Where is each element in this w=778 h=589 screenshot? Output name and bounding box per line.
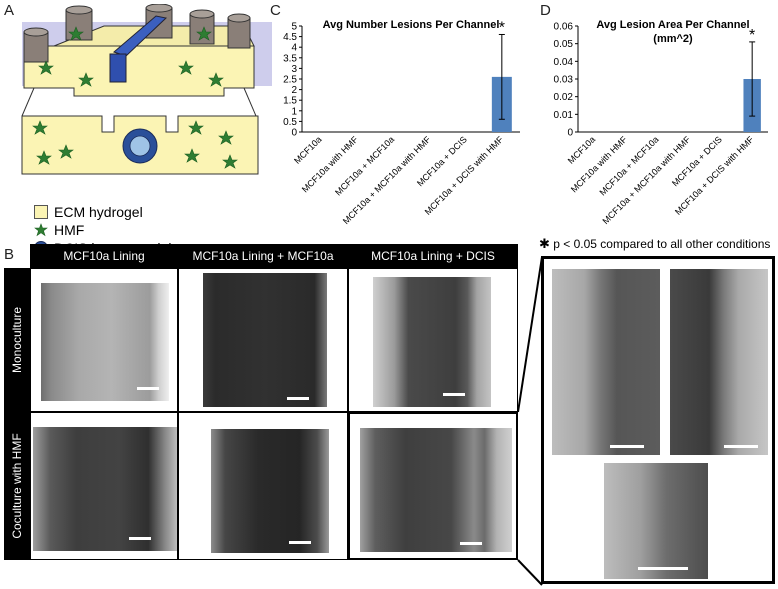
device-schematic bbox=[21, 4, 272, 175]
category-label: MCF10a + DCIS with HMF bbox=[423, 134, 506, 217]
scale-bar bbox=[460, 542, 482, 545]
y-tick-label: 0.04 bbox=[554, 57, 574, 68]
y-tick-label: 2.5 bbox=[283, 75, 297, 86]
column-header-lining-dcis: MCF10a Lining + DCIS bbox=[371, 249, 495, 263]
y-tick-label: 5 bbox=[291, 22, 297, 33]
cell-co-lining-dcis bbox=[348, 412, 518, 560]
row-header-monoculture: Monoculture bbox=[4, 268, 30, 412]
legend-ecm-label: ECM hydrogel bbox=[54, 204, 143, 220]
y-tick-label: 1.5 bbox=[283, 96, 297, 107]
column-header-lining: MCF10a Lining bbox=[63, 249, 145, 263]
y-tick-label: 0 bbox=[567, 128, 573, 139]
y-tick-label: 0.03 bbox=[554, 75, 574, 86]
lesion-count-chart: Avg Number Lesions Per Channel 00.511.522… bbox=[283, 19, 520, 226]
legend-hmf: HMF bbox=[34, 222, 84, 238]
y-tick-label: 0.5 bbox=[283, 117, 297, 128]
scale-bar bbox=[137, 387, 159, 390]
row-header-coculture: Coculture with HMF bbox=[4, 412, 30, 560]
column-header-lining-mcf10a: MCF10a Lining + MCF10a bbox=[192, 249, 334, 263]
zoom-micrograph-3 bbox=[604, 463, 708, 579]
zoom-connector-lines bbox=[517, 256, 543, 586]
zoom-micrograph-1 bbox=[552, 269, 660, 455]
y-tick-label: 4.5 bbox=[283, 32, 297, 43]
scale-bar bbox=[638, 567, 688, 570]
cell-co-lining-mcf10a bbox=[178, 412, 348, 560]
micrograph-mono-lining-dcis bbox=[373, 277, 491, 407]
row-header-monoculture-label: Monoculture bbox=[10, 306, 24, 374]
category-label: MCF10a bbox=[292, 134, 323, 165]
scale-bar bbox=[287, 397, 309, 400]
grid-column-header-bar: MCF10a Lining MCF10a Lining + MCF10a MCF… bbox=[30, 244, 518, 268]
y-tick-label: 3 bbox=[291, 64, 297, 75]
micrograph-co-lining-dcis bbox=[360, 428, 512, 552]
significance-asterisk: * bbox=[749, 27, 755, 44]
y-tick-label: 1 bbox=[291, 106, 297, 117]
micrograph-mono-lining-mcf10a bbox=[203, 273, 327, 407]
category-label: MCF10a + MCF10a bbox=[597, 134, 660, 197]
panel-letter-b: B bbox=[4, 246, 15, 263]
category-label: MCF10a bbox=[566, 134, 597, 165]
y-tick-label: 0 bbox=[291, 128, 297, 139]
zoom-inset-panel bbox=[541, 256, 775, 584]
cell-mono-lining-mcf10a bbox=[178, 268, 348, 412]
ecm-swatch bbox=[34, 205, 48, 219]
category-label: MCF10a with HMF bbox=[569, 134, 629, 194]
significance-note: ✱ p < 0.05 compared to all other conditi… bbox=[539, 236, 770, 252]
chart-title: Avg Number Lesions Per Channel bbox=[323, 19, 500, 31]
chart-title-line2: (mm^2) bbox=[653, 33, 693, 45]
panel-letter-c: C bbox=[270, 2, 281, 19]
scale-bar bbox=[289, 541, 311, 544]
panel-letter-a: A bbox=[4, 2, 15, 19]
micrograph-mono-lining bbox=[41, 283, 169, 401]
legend-ecm: ECM hydrogel bbox=[34, 204, 143, 220]
y-tick-label: 0.01 bbox=[554, 110, 574, 121]
legend-hmf-label: HMF bbox=[54, 222, 85, 238]
scale-bar bbox=[129, 537, 151, 540]
scale-bar bbox=[610, 445, 644, 448]
lesion-area-chart: Avg Lesion Area Per Channel (mm^2) 0 0.01 0.… bbox=[554, 19, 768, 226]
y-tick-label: 0.06 bbox=[554, 22, 574, 33]
significance-symbol: ✱ bbox=[539, 236, 550, 251]
significance-asterisk: * bbox=[499, 19, 505, 36]
zoom-micrograph-2 bbox=[670, 269, 768, 455]
panel-letter-d: D bbox=[540, 2, 551, 19]
cell-mono-lining-dcis bbox=[348, 268, 518, 412]
y-tick-label: 4 bbox=[291, 43, 297, 54]
hmf-cell-icon bbox=[34, 223, 48, 237]
cell-co-lining bbox=[30, 412, 178, 560]
y-tick-label: 2 bbox=[291, 85, 297, 96]
y-tick-label: 3.5 bbox=[283, 53, 297, 64]
chart-title: Avg Lesion Area Per Channel bbox=[596, 19, 749, 31]
row-header-coculture-label: Coculture with HMF bbox=[10, 433, 24, 539]
scale-bar bbox=[443, 393, 465, 396]
significance-text: p < 0.05 compared to all other condition… bbox=[553, 237, 771, 251]
y-tick-label: 0.05 bbox=[554, 39, 574, 50]
cell-mono-lining bbox=[30, 268, 178, 412]
y-tick-label: 0.02 bbox=[554, 92, 574, 103]
scale-bar bbox=[724, 445, 758, 448]
micrograph-co-lining bbox=[33, 427, 177, 551]
micrograph-co-lining-mcf10a bbox=[211, 429, 329, 553]
